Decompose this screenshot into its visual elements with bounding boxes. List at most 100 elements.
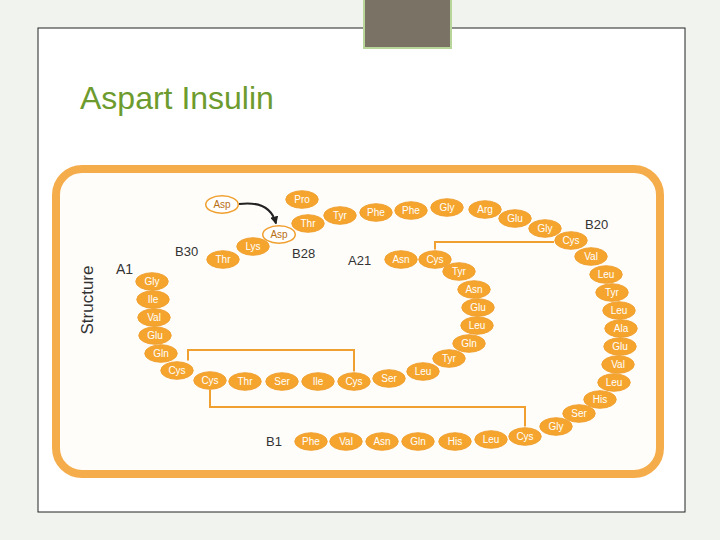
amino-acid-circle: Ile [136, 290, 170, 309]
position-label: B20 [585, 217, 608, 232]
amino-acid-circle: Ile [301, 372, 335, 391]
residue-name: His [448, 436, 462, 447]
disulfide-bond [435, 242, 554, 250]
residue-name: Tyr [605, 287, 619, 298]
amino-acid-circle: Val [601, 355, 635, 374]
residue-name: Asp [270, 229, 287, 240]
residue-name: Val [339, 436, 353, 447]
amino-acid-circle: Cys [418, 250, 452, 269]
residue-name: Tyr [452, 266, 466, 277]
position-label: B1 [266, 434, 282, 449]
residue-name: Gly [440, 202, 455, 213]
amino-acid-circle: Gly [528, 219, 562, 238]
residue-name: Tyr [442, 353, 456, 364]
residue-name: Asn [465, 284, 482, 295]
amino-acid-circle: Phe [359, 203, 393, 222]
residue-name: Thr [238, 376, 253, 387]
amino-acid-circle: Val [329, 432, 363, 451]
residue-name: Leu [606, 377, 623, 388]
amino-acid-circle: Leu [474, 430, 508, 449]
residue-name: Cys [168, 365, 185, 376]
residue-name: Leu [598, 269, 615, 280]
amino-acid-circle: Gln [401, 432, 435, 451]
amino-acid-circle: Gln [144, 344, 178, 363]
position-label: B28 [292, 246, 315, 261]
residue-name: His [593, 394, 607, 405]
disulfide-bond [210, 390, 525, 427]
amino-acid-circle: Cys [160, 361, 194, 380]
residue-name: Glu [470, 302, 486, 313]
residue-name: Ser [274, 376, 290, 387]
amino-acid-circle: Gly [135, 272, 169, 291]
amino-acid-circle: Lys [236, 237, 270, 256]
residue-name: Val [147, 312, 161, 323]
residue-name: Glu [507, 213, 523, 224]
amino-acid-circle: Arg [468, 200, 502, 219]
position-label: A21 [348, 253, 371, 268]
residue-name: Ala [614, 323, 628, 334]
substitution-arrow [239, 203, 276, 223]
slide-title: Aspart Insulin [80, 80, 274, 117]
residue-name: Lys [245, 241, 260, 252]
amino-acid-circle: Leu [597, 373, 631, 392]
amino-acid-circle: Val [574, 247, 608, 266]
amino-acid-circle: Gln [452, 334, 486, 353]
residue-name: Leu [611, 305, 628, 316]
amino-acid-circle: Tyr [323, 206, 357, 225]
amino-acid-circle: Val [137, 308, 171, 327]
residue-name: Leu [469, 320, 486, 331]
residue-name: Cys [562, 235, 579, 246]
amino-acid-circle: His [438, 432, 472, 451]
residue-name: Gln [410, 436, 426, 447]
amino-acid-circle: Asn [457, 280, 491, 299]
residue-name: Arg [477, 204, 493, 215]
residue-name: Thr [216, 254, 231, 265]
residue-name: Phe [367, 207, 385, 218]
diagram-frame [56, 169, 660, 474]
amino-acid-circle: Glu [603, 337, 637, 356]
amino-acid-circle: Ser [265, 372, 299, 391]
amino-acid-circle: Asn [365, 432, 399, 451]
amino-acid-circle: His [583, 390, 617, 409]
amino-acid-circle: Cys [508, 427, 542, 446]
amino-acid-circle: Tyr [595, 283, 629, 302]
amino-acid-circle: Tyr [432, 349, 466, 368]
residue-name: Gln [153, 348, 169, 359]
position-label: A1 [116, 261, 133, 277]
amino-acid-circle: Asp [205, 195, 239, 214]
amino-acid-circle: Asp [262, 225, 296, 244]
residue-name: Leu [415, 366, 432, 377]
amino-acid-circle: Leu [460, 316, 494, 335]
residue-name: Asn [392, 254, 409, 265]
residue-name: Tyr [333, 210, 347, 221]
residue-name: Glu [147, 330, 163, 341]
slide-border [38, 28, 685, 512]
residue-name: Ile [313, 376, 324, 387]
amino-acid-circle: Cys [337, 372, 371, 391]
disulfide-bond [188, 350, 354, 372]
residue-name: Cys [201, 375, 218, 386]
amino-acid-circle: Asn [384, 250, 418, 269]
residue-name: Leu [483, 434, 500, 445]
residue-name: Thr [301, 218, 316, 229]
header-tab [364, 0, 451, 48]
residue-name: Asp [213, 199, 230, 210]
amino-acid-circle: Thr [291, 214, 325, 233]
amino-acid-circle: Leu [406, 362, 440, 381]
residue-name: Gln [461, 338, 477, 349]
residue-name: Gly [538, 223, 553, 234]
residue-name: Asn [373, 436, 390, 447]
axis-label: Structure [78, 266, 98, 335]
amino-acid-circle: Thr [206, 250, 240, 269]
residue-name: Gly [145, 276, 160, 287]
position-label: B30 [175, 244, 198, 259]
amino-acid-circle: Leu [602, 301, 636, 320]
residue-name: Ser [571, 408, 587, 419]
amino-acid-circle: Cys [193, 371, 227, 390]
amino-acid-circle: Pro [285, 190, 319, 209]
amino-acid-circle: Gly [430, 198, 464, 217]
residue-name: Val [611, 359, 625, 370]
residue-name: Cys [345, 376, 362, 387]
residue-name: Cys [426, 254, 443, 265]
amino-acid-circle: Cys [554, 231, 588, 250]
